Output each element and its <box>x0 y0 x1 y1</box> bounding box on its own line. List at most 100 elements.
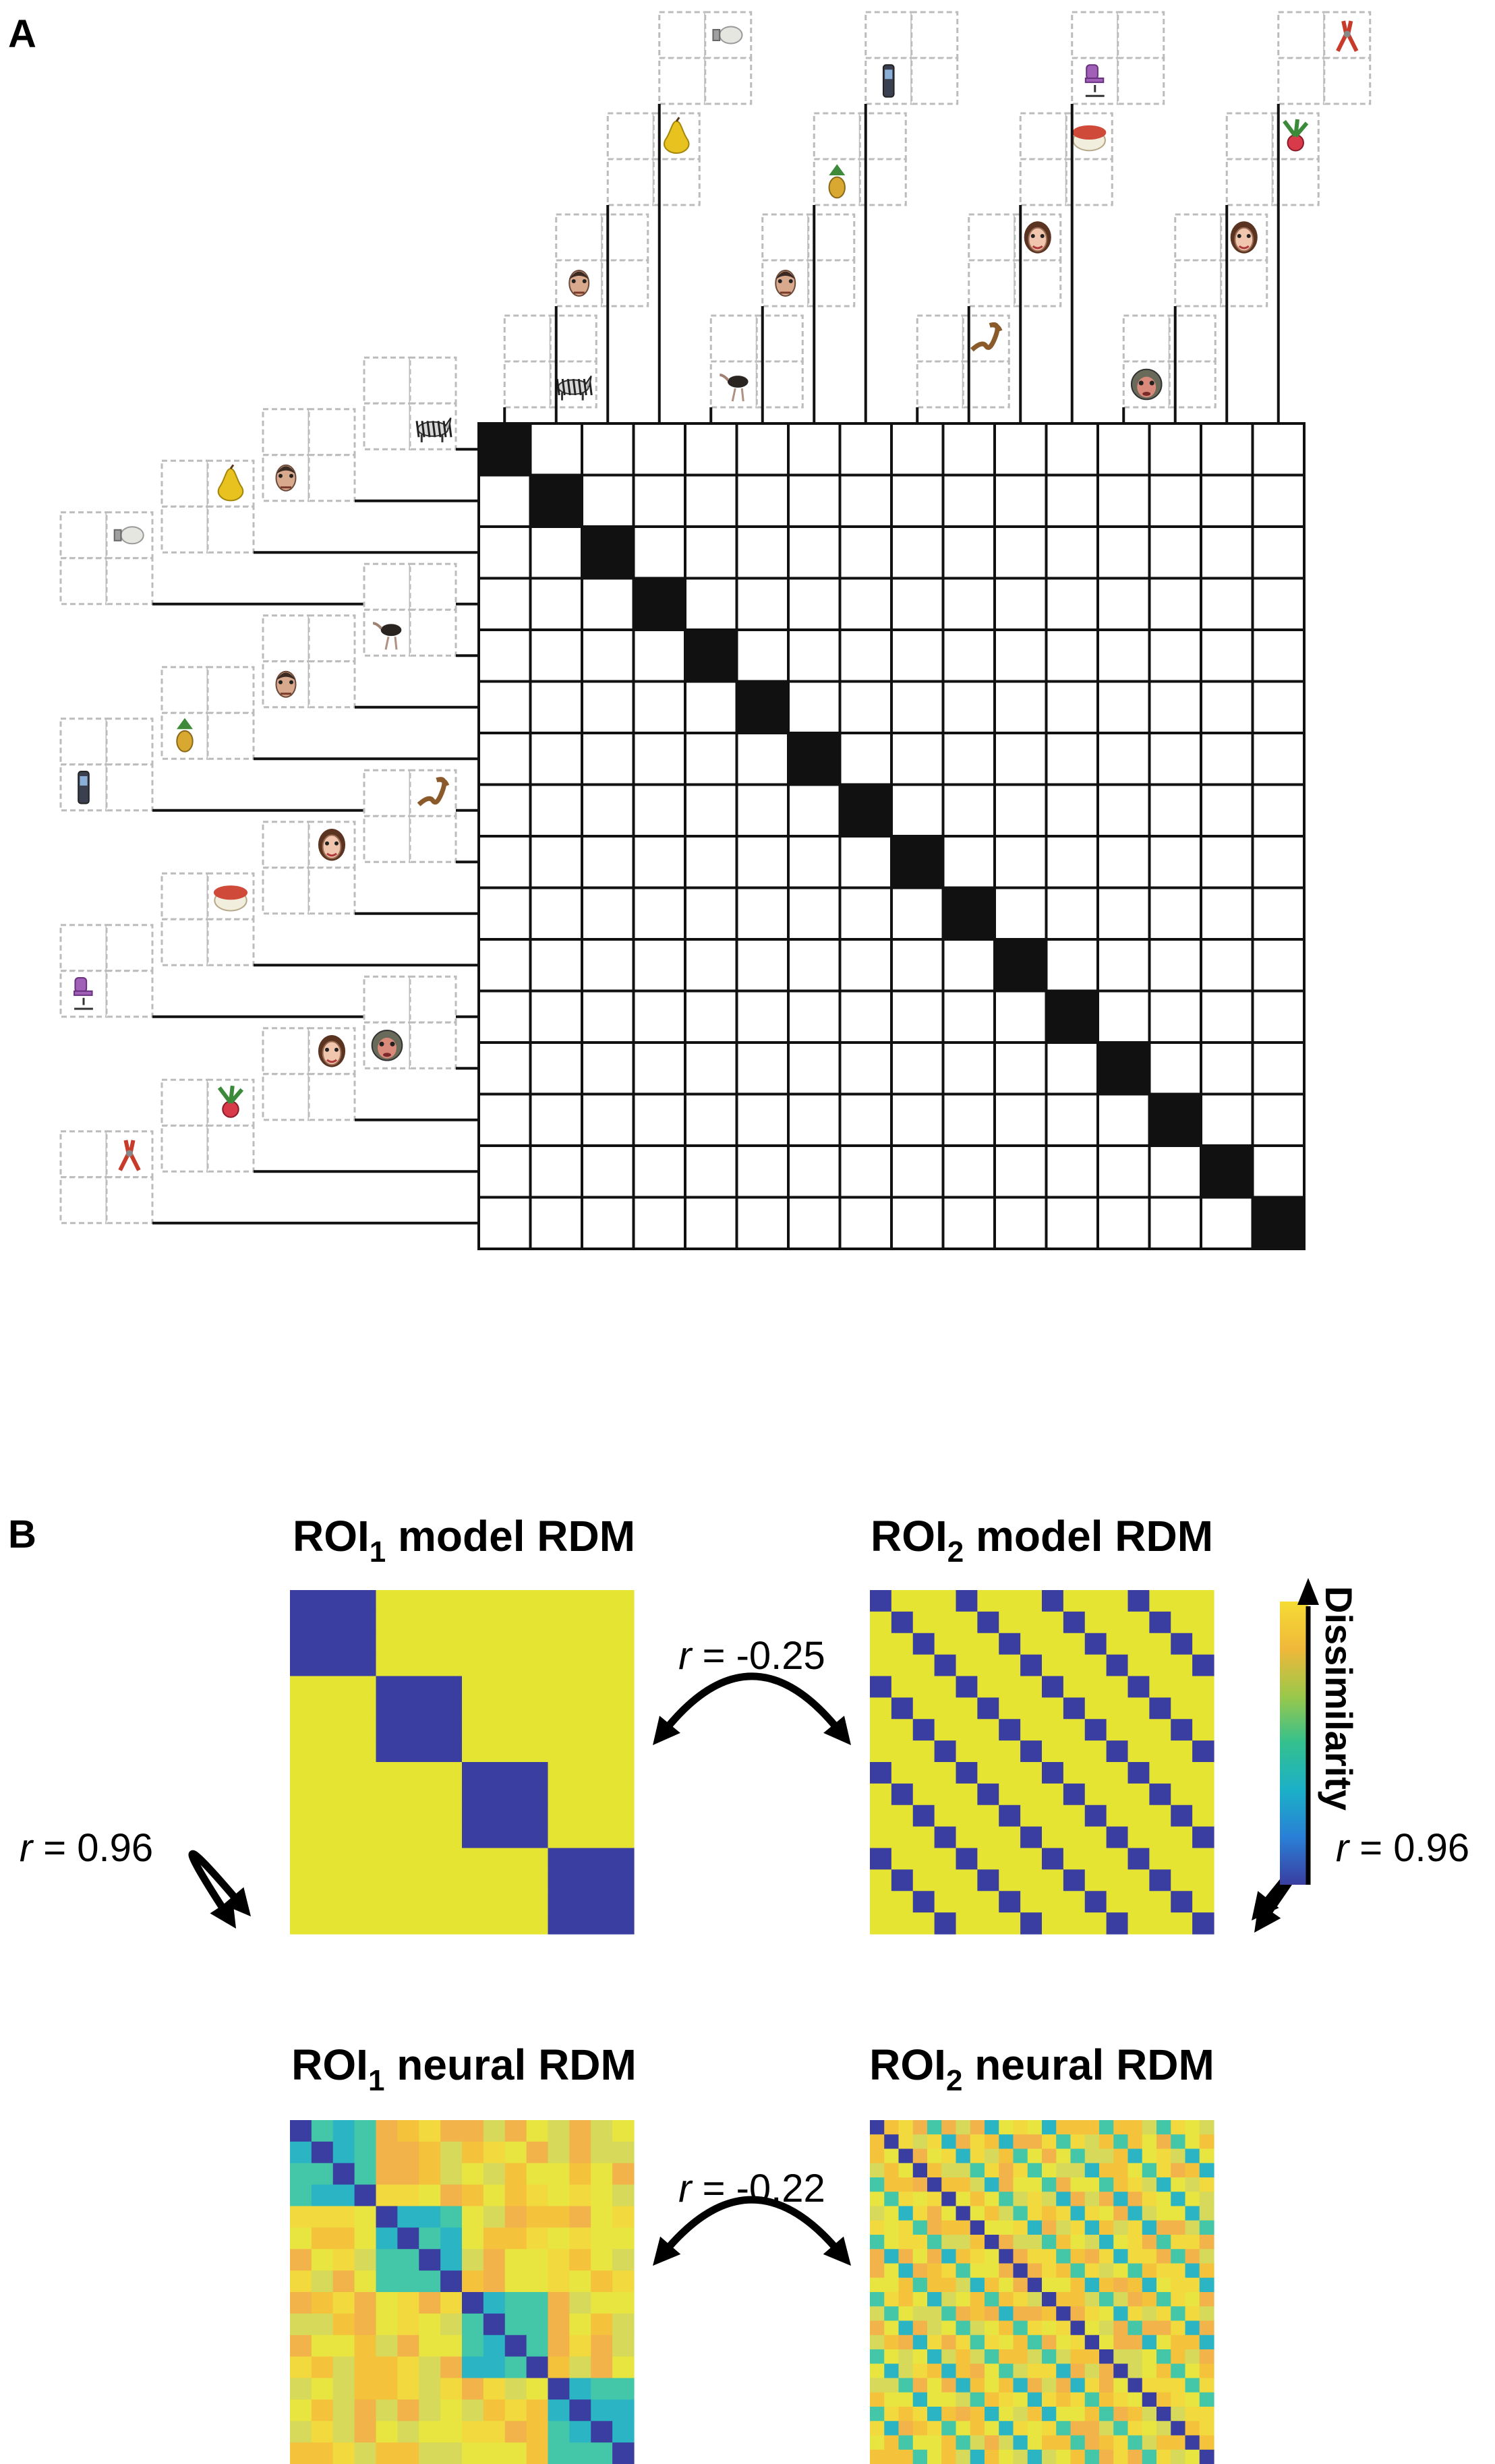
rdm-cell <box>787 989 842 1044</box>
heatmap-cell <box>977 1891 999 1913</box>
stimulus-frame-cell <box>601 259 649 307</box>
title-roi1-model: ROI1 model RDM <box>293 1512 635 1568</box>
rdm-cell <box>1148 989 1202 1044</box>
rdm-cell <box>890 577 945 631</box>
heatmap-cell <box>1020 1783 1043 1806</box>
heatmap-cell <box>504 1719 527 1741</box>
stimulus-frame-cell <box>1168 360 1216 409</box>
heatmap-cell <box>1199 2449 1214 2464</box>
rdm-cell <box>477 989 532 1044</box>
heatmap-cell <box>591 1912 613 1935</box>
stimulus-frame-cell <box>59 1130 108 1179</box>
heatmap-cell <box>376 1848 398 1870</box>
rdm-cell <box>632 628 686 683</box>
stimulus-frame-cell <box>910 11 959 59</box>
heatmap-cell <box>912 1805 935 1827</box>
heatmap-cell <box>290 2249 312 2271</box>
stimulus-frame-cell <box>206 711 255 760</box>
rdm-cell <box>993 938 1048 993</box>
heatmap-cell <box>977 1676 999 1698</box>
heatmap-cell <box>569 2378 591 2400</box>
heatmap-cell <box>1042 2277 1057 2293</box>
female-face-icon <box>318 1035 346 1067</box>
heatmap-cell <box>1042 1869 1064 1891</box>
heatmap-cell <box>1113 2292 1129 2307</box>
heatmap-cell <box>612 1590 635 1612</box>
rdm-cell <box>735 835 790 889</box>
heatmap-cell <box>311 1611 334 1634</box>
heatmap-cell <box>912 2134 928 2150</box>
heatmap-cell <box>1063 1719 1086 1741</box>
heatmap-cell <box>462 2378 484 2400</box>
column-stimulus-cake <box>1019 112 1113 206</box>
heatmap-cell <box>1127 2220 1143 2235</box>
heatmap-cell <box>1070 2120 1086 2135</box>
heatmap-cell <box>569 1697 591 1720</box>
rdm-cell <box>1200 783 1254 838</box>
heatmap-cell <box>912 2378 928 2393</box>
rdm-cell <box>735 473 790 528</box>
heatmap-cell <box>870 2392 885 2407</box>
heatmap-cell <box>1149 1633 1171 1655</box>
heatmap-cell <box>332 2206 355 2228</box>
rdm-cell <box>993 783 1048 838</box>
heatmap-cell <box>1013 2235 1028 2250</box>
rdm-cell <box>941 628 996 683</box>
heatmap-cell <box>956 1826 978 1849</box>
heatmap-cell <box>376 1719 398 1741</box>
column-stimulus-monkey <box>1122 314 1216 409</box>
heatmap-cell <box>462 2313 484 2336</box>
rdm-cell <box>1096 1196 1151 1250</box>
heatmap-cell <box>1099 2392 1114 2407</box>
heatmap-cell <box>1156 2277 1171 2293</box>
heatmap-cell <box>1199 2220 1214 2235</box>
heatmap-cell <box>483 2249 506 2271</box>
heatmap-cell <box>1156 2449 1171 2464</box>
heatmap-cell <box>999 2177 1014 2192</box>
heatmap-cell <box>1042 1891 1064 1913</box>
heatmap-cell <box>1199 2192 1214 2207</box>
heatmap-cell <box>870 1891 892 1913</box>
female-face-icon <box>318 829 346 861</box>
heatmap-cell <box>1185 2435 1200 2451</box>
heatmap-cell <box>1027 2421 1043 2436</box>
rdm-cell <box>993 989 1048 1044</box>
heatmap-cell <box>483 2163 506 2186</box>
heatmap-cell <box>1199 2148 1214 2164</box>
heatmap-cell <box>569 1611 591 1634</box>
heatmap-cell <box>1185 2192 1200 2207</box>
heatmap-cell <box>548 1590 570 1612</box>
heatmap-cell <box>311 1869 334 1891</box>
heatmap-cell <box>977 1869 999 1891</box>
heatmap-cell <box>1113 2263 1129 2279</box>
heatmap-cell <box>591 2141 613 2164</box>
heatmap-cell <box>462 1805 484 1827</box>
rdm-cell <box>838 1041 893 1096</box>
heatmap-cell <box>1127 1848 1150 1870</box>
light-bulb-icon <box>113 526 144 545</box>
stimulus-frame-cell <box>363 562 411 611</box>
heatmap-cell <box>591 2313 613 2336</box>
heatmap-cell <box>977 1912 999 1935</box>
heatmap-cell <box>941 2435 957 2451</box>
rdm-cell <box>1148 628 1202 683</box>
column-stimulus-female-face-1 <box>968 213 1062 307</box>
heatmap-cell <box>956 2292 971 2307</box>
heatmap-cell <box>1171 2421 1186 2436</box>
rdm-cell <box>838 989 893 1044</box>
heatmap-cell <box>1056 2292 1072 2307</box>
heatmap-cell <box>548 1611 570 1634</box>
heatmap-cell <box>1142 2378 1157 2393</box>
rdm-cell <box>632 473 686 528</box>
rdm-cell <box>1200 938 1254 993</box>
heatmap-cell <box>927 2349 942 2364</box>
heatmap-cell <box>898 2449 914 2464</box>
heatmap-cell <box>526 2249 549 2271</box>
heatmap-cell <box>1156 2349 1171 2364</box>
heatmap-cell <box>1127 2192 1143 2207</box>
heatmap-cell <box>999 2263 1014 2279</box>
heatmap-cell <box>440 1891 463 1913</box>
heatmap-cell <box>1199 2235 1214 2250</box>
heatmap-cell <box>462 1697 484 1720</box>
heatmap-cell <box>1106 1740 1129 1763</box>
